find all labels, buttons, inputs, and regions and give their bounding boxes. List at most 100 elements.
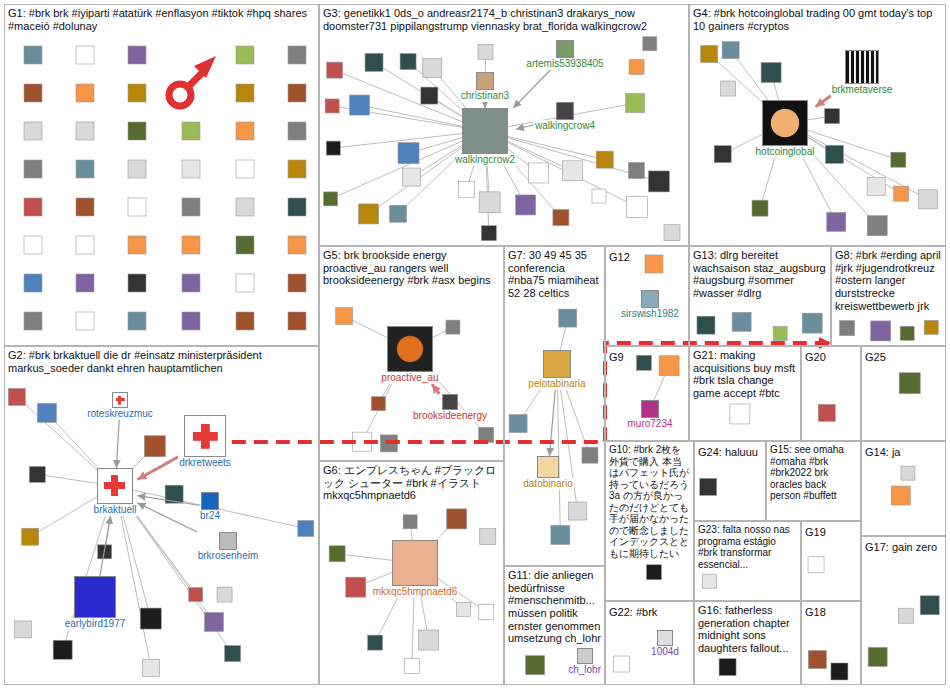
vertex-icon xyxy=(359,204,379,224)
vertex-icon xyxy=(480,529,496,545)
vertex-icon xyxy=(596,151,613,168)
group-heading: G22: #brk xyxy=(609,606,657,619)
group-panel: G15: see omaha #omaha #brk #brk2022 brk … xyxy=(766,441,861,521)
vertex-icon xyxy=(476,72,494,90)
group-heading: G7: 30 49 45 35 conferencia #nba75 miami… xyxy=(508,249,601,300)
graph-edge xyxy=(137,496,199,506)
vertex-icon xyxy=(236,84,254,102)
vertex-icon xyxy=(479,192,500,213)
vertex-icon xyxy=(53,640,72,659)
vertex-node: artemis53938405 xyxy=(525,40,604,70)
group-panel: G6: エンプレスちゃん #ブラックロック シューター #brk #イラスト m… xyxy=(319,461,504,685)
vertex-icon xyxy=(37,403,56,422)
vertex-node: pelotabinaria xyxy=(527,350,586,390)
vertex-icon xyxy=(592,189,606,203)
graph-edge xyxy=(232,343,831,442)
group-heading: G12 xyxy=(609,251,630,264)
vertex-label: drkretweets xyxy=(178,457,232,469)
group-heading: G23: falta nosso nas programa estágio #b… xyxy=(698,524,797,570)
group-panel: G18 xyxy=(801,601,861,685)
vertex-icon xyxy=(398,143,419,164)
vertex-icon xyxy=(144,436,165,457)
vertex-icon xyxy=(225,646,241,662)
group-panel: G17: gain zero xyxy=(861,536,946,685)
group-panel: G22: #brk1004d xyxy=(605,601,694,685)
vertex-icon xyxy=(458,181,474,197)
vertex-node: mkxqc5hmpnaetd6 xyxy=(372,540,459,598)
vertex-icon xyxy=(802,313,822,333)
vertex-icon xyxy=(288,312,306,330)
vertex-icon xyxy=(891,486,910,505)
vertex-icon xyxy=(526,656,545,675)
vertex-icon xyxy=(24,122,42,140)
vertex-icon xyxy=(628,162,644,178)
vertex-icon xyxy=(15,621,32,638)
group-panel: G20 xyxy=(801,346,861,441)
vertex-icon xyxy=(128,312,146,330)
vertex-label: hotcoinglobal xyxy=(755,146,816,158)
graph-edge xyxy=(513,70,550,108)
vertex-icon xyxy=(891,152,906,167)
group-heading: G19 xyxy=(805,526,826,539)
vertex-icon xyxy=(641,400,659,418)
vertex-icon xyxy=(387,326,433,372)
group-heading: G4: #brk hotcoinglobal trading 00 gmt to… xyxy=(693,7,942,32)
vertex-icon xyxy=(563,161,583,181)
vertex-icon xyxy=(24,160,42,178)
vertex-icon xyxy=(899,373,920,394)
vertex-icon xyxy=(76,122,94,140)
vertex-icon xyxy=(368,635,383,650)
vertex-icon xyxy=(298,521,314,537)
vertex-icon xyxy=(901,466,915,480)
group-panel: G7: 30 49 45 35 conferencia #nba75 miami… xyxy=(504,246,605,566)
group-heading: G14: ja xyxy=(865,446,900,459)
vertex-label: proactive_au xyxy=(380,372,439,384)
group-heading: G6: エンプレスちゃん #ブラックロック シューター #brk #イラスト m… xyxy=(323,464,500,502)
vertex-node: muro7234 xyxy=(626,400,673,430)
group-panel: G12sirswish1982 xyxy=(605,246,689,346)
vertex-icon xyxy=(825,109,840,124)
vertex-icon xyxy=(392,540,438,586)
vertex-icon xyxy=(818,404,835,421)
vertex-icon xyxy=(8,388,25,405)
graph-edge xyxy=(432,384,440,394)
vertex-node: christinan3 xyxy=(460,72,510,102)
vertex-label: earlybird1977 xyxy=(64,618,127,630)
vertex-icon xyxy=(76,84,94,102)
vertex-icon xyxy=(664,225,680,241)
graph-edge xyxy=(516,125,534,129)
vertex-icon xyxy=(920,596,939,615)
group-panel: G10: #brk 2枚を外貨で購入 本当はバフェット氏が持っているだろう3a … xyxy=(605,441,694,601)
vertex-label: brkmetaverse xyxy=(831,84,894,96)
vertex-icon xyxy=(700,478,717,495)
vertex-icon xyxy=(831,663,848,680)
vertex-icon xyxy=(732,312,751,331)
vertex-icon xyxy=(201,492,219,510)
vertex-icon xyxy=(325,99,339,113)
group-panel: G8: #brk #erding april #jrk #jugendrotkr… xyxy=(831,246,946,346)
vertex-icon xyxy=(577,648,593,664)
group-heading: G3: genetikk1 0ds_o andreasr2174_b chris… xyxy=(323,7,685,32)
vertex-icon xyxy=(288,122,306,140)
vertex-icon xyxy=(627,197,648,218)
vertex-label: mkxqc5hmpnaetd6 xyxy=(372,586,459,598)
vertex-node: datobinario xyxy=(522,456,573,490)
vertex-icon xyxy=(288,84,306,102)
vertex-icon xyxy=(462,108,508,154)
vertex-icon xyxy=(76,46,94,64)
vertex-icon xyxy=(403,515,417,529)
group-heading: G9 xyxy=(609,351,624,364)
vertex-node: brkrosenheim xyxy=(197,532,260,562)
group-heading: G17: gain zero xyxy=(865,541,937,554)
group-panel: G9 muro7234 xyxy=(605,346,689,441)
vertex-icon xyxy=(481,226,496,241)
vertex-icon xyxy=(553,210,569,226)
vertex-node: walkingcrow4 xyxy=(534,102,596,132)
vertex-icon xyxy=(390,205,407,222)
group-heading: G21: making acquisitions buy msft #brk t… xyxy=(693,349,797,400)
vertex-icon xyxy=(900,326,914,340)
group-heading: G2: #brk brkaktuell die dr #einsatz mini… xyxy=(8,349,315,374)
vertex-icon xyxy=(808,651,826,669)
vertex-icon xyxy=(924,320,938,334)
